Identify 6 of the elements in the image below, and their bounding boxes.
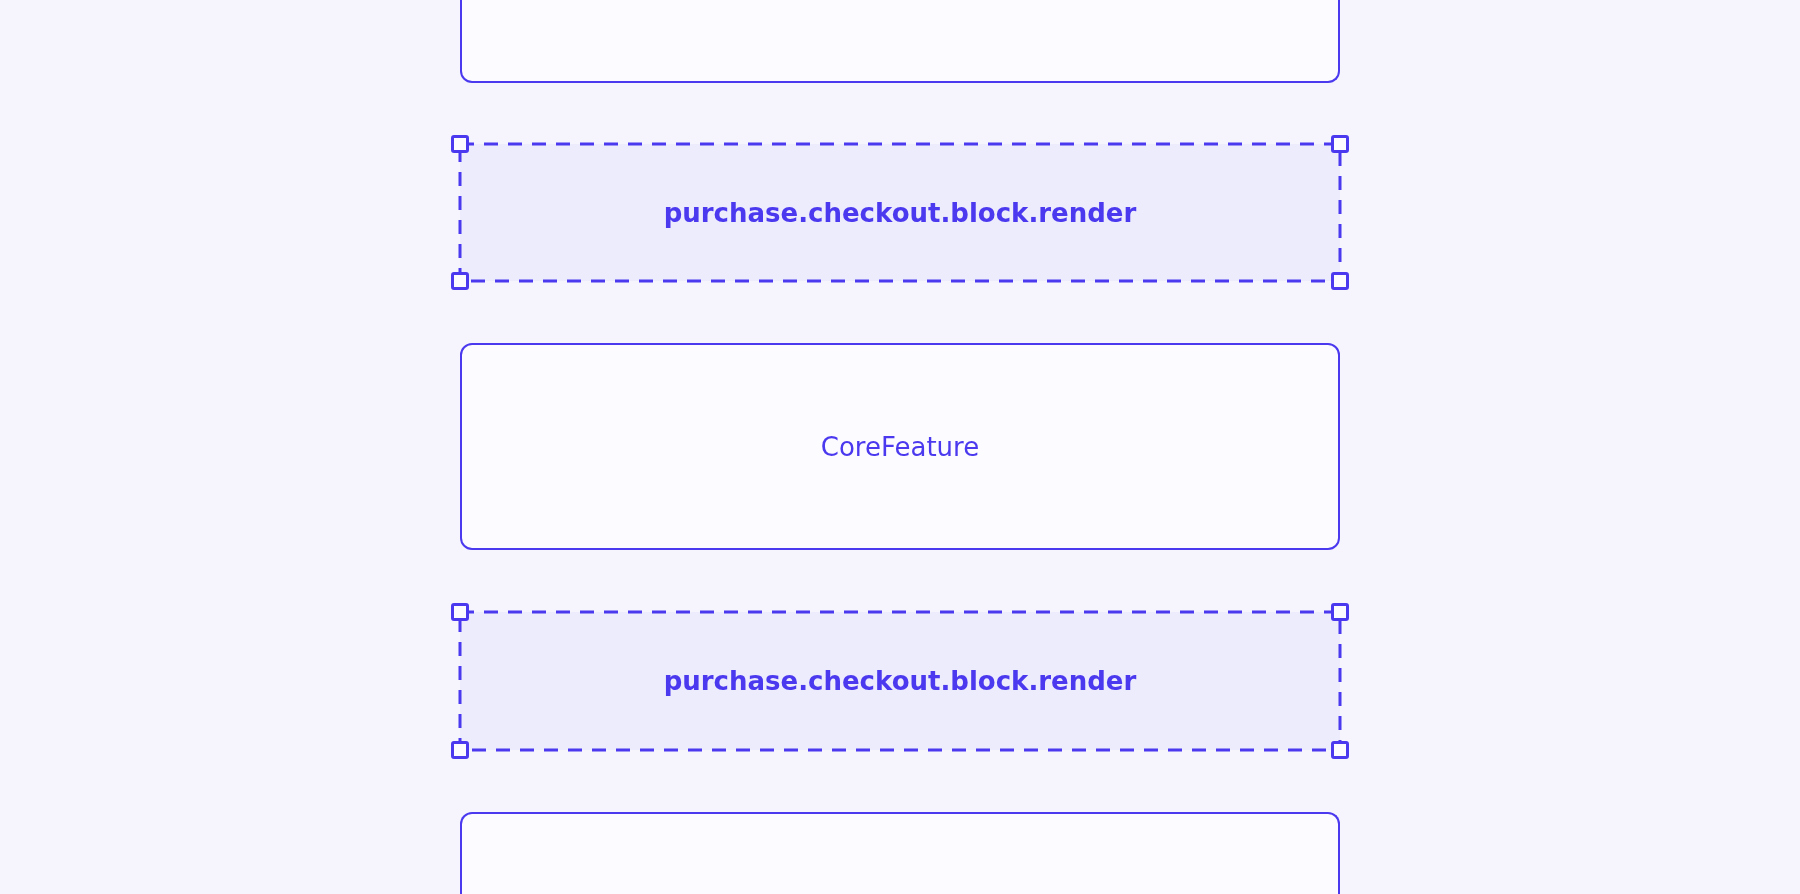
target-name: purchase.checkout.block.render <box>663 197 1137 228</box>
placeholder-box <box>460 812 1340 894</box>
placeholder-box <box>460 0 1340 83</box>
component-box <box>460 343 1340 550</box>
target-name: purchase.checkout.block.render <box>663 666 1137 696</box>
component-name: CoreFeature <box>820 431 980 462</box>
